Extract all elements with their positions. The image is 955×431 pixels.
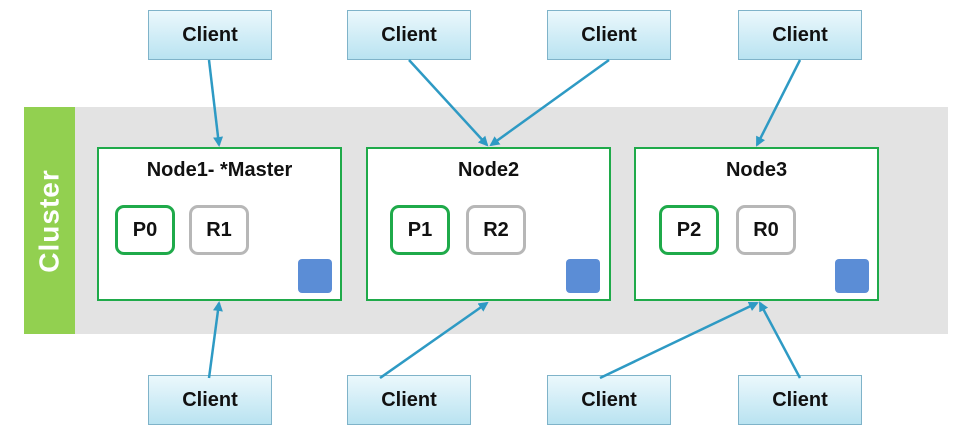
arrow-bottom-client-2-to-node-2	[379, 301, 489, 380]
arrow-top-client-1-to-node-1	[207, 59, 224, 147]
arrow-bottom-client-3-to-node-3	[599, 301, 759, 380]
client-box: Client	[547, 375, 671, 425]
client-box: Client	[148, 375, 272, 425]
primary-shard: P0	[115, 205, 175, 255]
arrow-top-client-3-to-node-2	[489, 58, 610, 147]
primary-shard: P2	[659, 205, 719, 255]
arrow-top-client-2-to-node-2	[408, 59, 489, 147]
client-box: Client	[738, 375, 862, 425]
client-box: Client	[738, 10, 862, 60]
arrow-bottom-client-1-to-node-1	[207, 301, 223, 379]
node-2: Node2 P1 R2	[366, 147, 611, 301]
replica-shard: R0	[736, 205, 796, 255]
node-marker	[298, 259, 332, 293]
client-box: Client	[547, 10, 671, 60]
replica-shard: R2	[466, 205, 526, 255]
node-title: Node1- *Master	[146, 159, 293, 181]
replica-shard: R1	[189, 205, 249, 255]
client-box: Client	[148, 10, 272, 60]
client-box: Client	[347, 10, 471, 60]
node-title: Node2	[457, 159, 520, 181]
client-box: Client	[347, 375, 471, 425]
arrow-top-client-4-to-node-3	[755, 59, 802, 147]
node-title: Node3	[725, 159, 788, 181]
cluster-label: Cluster	[24, 107, 75, 334]
node-1: Node1- *Master P0 R1	[97, 147, 342, 301]
node-marker	[566, 259, 600, 293]
arrow-bottom-client-4-to-node-3	[758, 301, 802, 379]
node-3: Node3 P2 R0	[634, 147, 879, 301]
primary-shard: P1	[390, 205, 450, 255]
node-marker	[835, 259, 869, 293]
